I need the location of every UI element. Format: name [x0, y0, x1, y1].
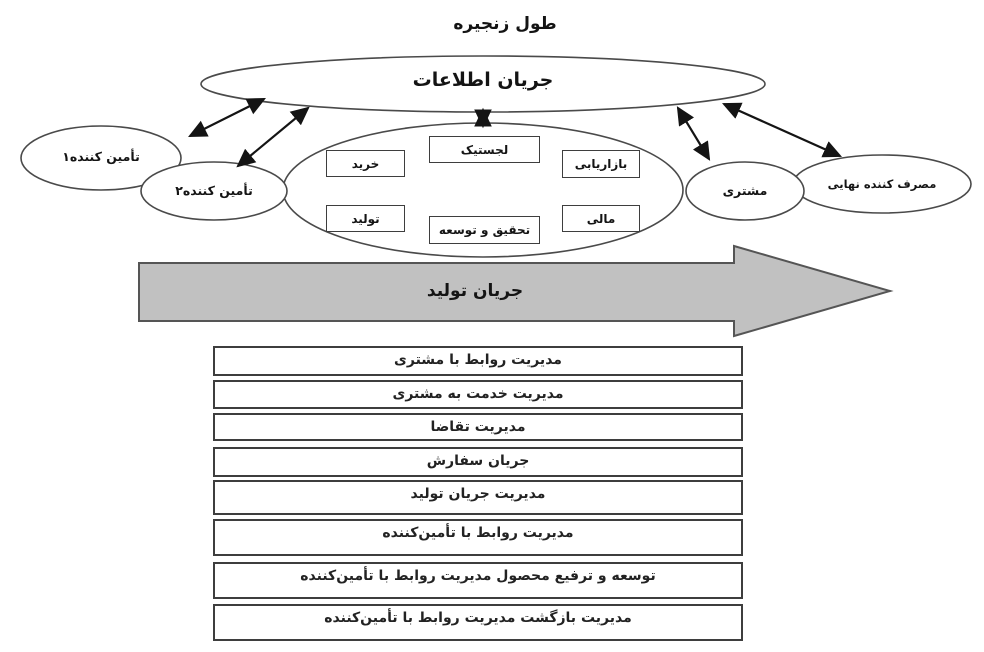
process-row-production-flow: مدیریت جریان تولید: [213, 480, 743, 515]
dept-box-logistics: لجستیک: [429, 136, 540, 163]
final-consumer-label: مصرف کننده نهایی: [827, 177, 937, 191]
link-info-supplier1-arrow: [188, 98, 266, 137]
dept-box-rnd: تحقیق و توسعه: [429, 216, 540, 244]
dept-box-purchasing: خرید: [326, 150, 405, 177]
information-flow-label: جریان اطلاعات: [412, 69, 554, 91]
supplier-2-ellipse: [140, 161, 288, 221]
process-row-demand-management: مدیریت تقاضا: [213, 413, 743, 441]
diagram-title: طول زنجیره: [453, 14, 557, 34]
supplier-1-ellipse: [20, 125, 182, 191]
process-row-order-flow: جریان سفارش: [213, 447, 743, 477]
link-info-consumer-arrow: [721, 102, 843, 158]
dept-box-finance: مالی: [562, 205, 640, 232]
customer-label: مشتری: [722, 183, 768, 198]
supplier-2-label: تأمین کننده۲: [175, 183, 253, 198]
supplier-1-label: تأمین کننده۱: [62, 149, 140, 164]
process-row-product-development: توسعه و ترفیع محصول مدیریت روابط با تأمی…: [213, 562, 743, 599]
link-info-supplier2-arrow: [236, 106, 310, 168]
link-info-customer-arrow: [676, 106, 711, 161]
process-row-customer-relationship: مدیریت روابط با مشتری: [213, 346, 743, 376]
production-flow-label: جریان تولید: [426, 281, 524, 301]
dept-box-production: تولید: [326, 205, 405, 232]
customer-ellipse: [685, 161, 805, 221]
dept-box-marketing: بازاریابی: [562, 150, 640, 178]
process-row-customer-service: مدیریت خدمت به مشتری: [213, 380, 743, 409]
production-flow-arrow: [138, 244, 894, 338]
process-row-supplier-relationship: مدیریت روابط با تأمین‌کننده: [213, 519, 743, 556]
process-row-returns-management: مدیریت بازگشت مدیریت روابط با تأمین‌کنند…: [213, 604, 743, 641]
